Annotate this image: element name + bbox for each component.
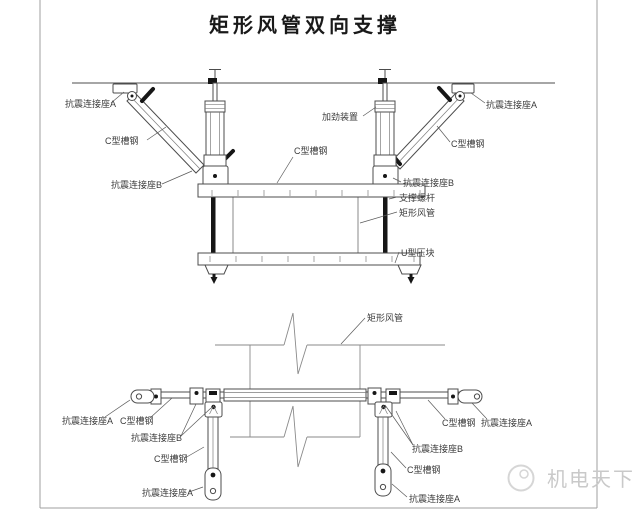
bottom-seat-a-left [204,467,222,501]
label-seat-b-right-lower: 抗震连接座B [412,443,463,454]
label-seat-a-right: 抗震连接座A [486,99,537,110]
label-duct-upper: 矩形风管 [399,207,435,218]
u-clamp-left [204,264,229,275]
label-channel-mid: C型槽钢 [294,145,328,156]
lower-leaders [104,317,487,498]
watermark-logo-icon [507,464,535,492]
duct-body [232,196,359,254]
label-channel-right-brace: C型槽钢 [407,464,441,475]
end-seat-a-right [447,388,483,405]
label-seat-a-left-bottom: 抗震连接座A [142,487,193,498]
label-channel-left-brace: C型槽钢 [154,453,188,464]
seat-b-right-cluster [367,387,401,497]
ceiling-bracket-right [451,83,475,94]
support-screw-right [383,197,388,257]
ceiling-bracket-left [112,83,138,94]
label-channel-left-lower: C型槽钢 [120,415,154,426]
anchor-stub-left [208,69,221,84]
anchor-stub-right [378,69,391,84]
upper-leaders [110,91,486,264]
upper-view: 抗震连接座A C型槽钢 抗震连接座B 加劲装置 C型槽钢 抗震连接座B 支撑螺杆… [65,69,555,284]
rod-nut-top-right [374,100,396,113]
rod-nut-bottom-right [373,154,397,167]
drawing-title: 矩形风管双向支撑 [209,13,401,37]
transverse-channel [158,388,460,402]
break-symbol-top [283,312,308,375]
label-channel-right: C型槽钢 [451,138,485,149]
anchor-bolt-left [140,87,155,103]
hanger-rod-left [202,82,229,187]
rod-nut-bottom-left [203,154,227,167]
lower-view: 矩形风管 抗震连接座A C型槽钢 抗震连接座B C型槽钢 抗震连接座A C型槽钢… [62,312,532,504]
label-channel-left: C型槽钢 [105,135,139,146]
watermark-text: 机电天下 [547,468,635,491]
label-seat-a-left-end: 抗震连接座A [62,415,113,426]
break-symbol-bottom [283,405,308,468]
label-stiffener: 加劲装置 [322,111,358,122]
label-seat-a-right-end: 抗震连接座A [481,417,532,428]
top-channel [197,183,426,198]
support-screw-left [211,197,216,257]
label-seat-a-right-bottom: 抗震连接座A [409,493,460,504]
rod-nut-top-left [204,100,226,113]
label-duct-lower: 矩形风管 [367,312,403,323]
diagonal-brace-left [112,83,235,174]
bottom-seat-a-right [374,463,392,497]
diagonal-brace-right [387,83,475,170]
label-seat-a-left: 抗震连接座A [65,98,116,109]
label-channel-right-lower: C型槽钢 [442,417,476,428]
label-support-rod: 支撑螺杆 [399,192,435,203]
label-seat-b-left-lower: 抗震连接座B [131,432,182,443]
anchor-bolt-right [437,86,452,102]
bottom-channel [197,252,422,284]
sheet-frame [39,0,598,509]
watermark: 机电天下 [507,464,635,492]
label-seat-b-left: 抗震连接座B [111,179,162,190]
end-seat-a-left [130,388,162,405]
hanger-rod-right [372,82,399,187]
label-seat-b-right: 抗震连接座B [403,177,454,188]
u-clamp-right [397,264,422,275]
seat-b-left-cluster [189,387,223,501]
label-u-clamp: U型压块 [401,247,435,258]
